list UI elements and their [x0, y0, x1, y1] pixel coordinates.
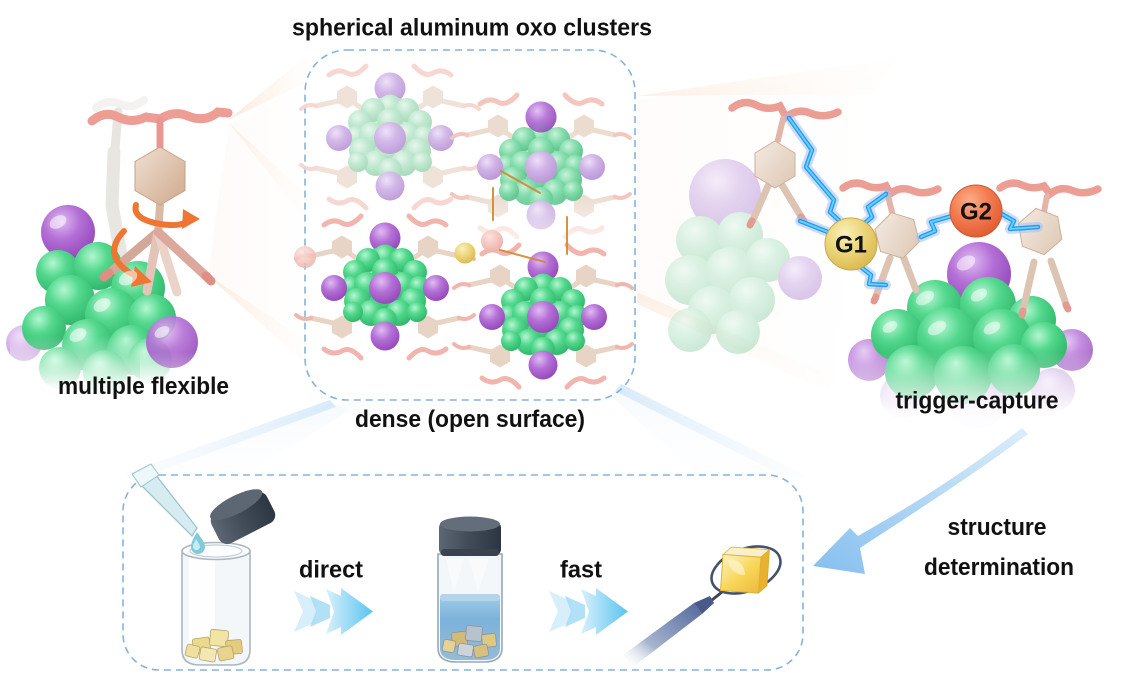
- svg-text:multiple flexible: multiple flexible: [58, 373, 229, 400]
- svg-text:direct: direct: [299, 557, 363, 584]
- svg-text:G2: G2: [960, 199, 992, 226]
- svg-text:G1: G1: [835, 232, 867, 259]
- svg-text:determination: determination: [924, 554, 1074, 581]
- svg-text:dense (open surface): dense (open surface): [355, 406, 585, 433]
- svg-text:trigger-capture: trigger-capture: [896, 388, 1059, 415]
- svg-text:structure: structure: [948, 514, 1047, 541]
- svg-text:spherical aluminum oxo cluster: spherical aluminum oxo clusters: [292, 15, 652, 42]
- svg-text:fast: fast: [560, 557, 602, 584]
